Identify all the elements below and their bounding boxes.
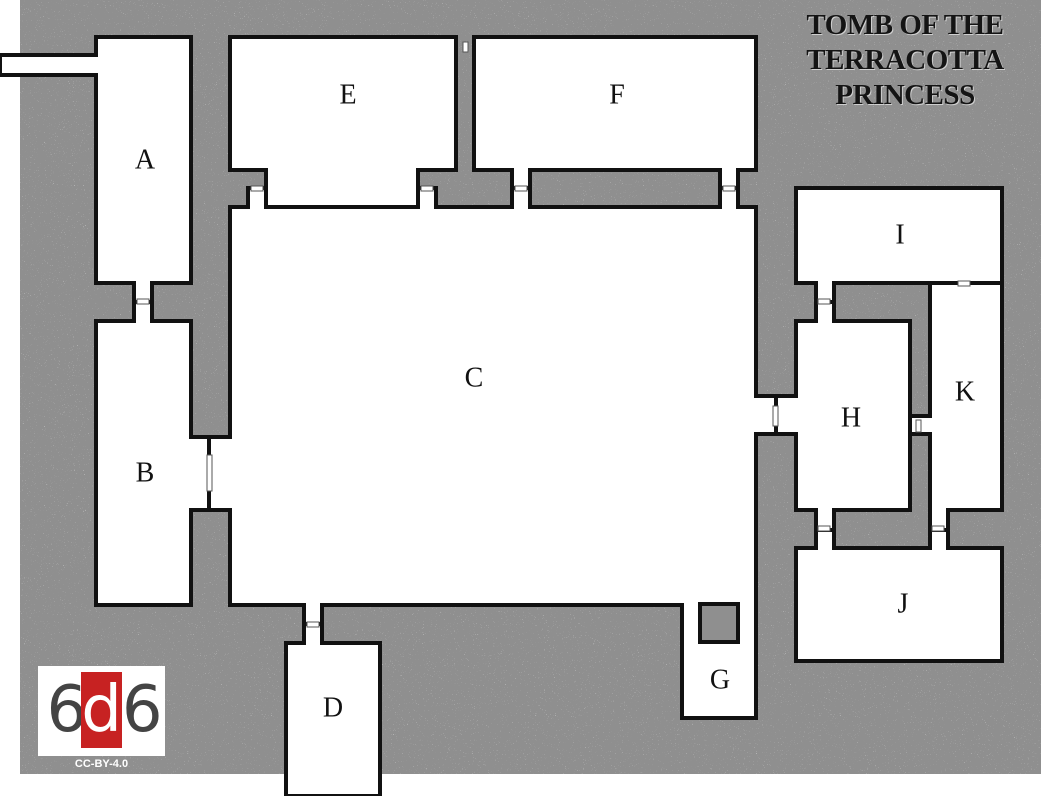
door-e-f	[462, 41, 469, 53]
room-label-k: K	[955, 376, 975, 407]
door-c-h	[772, 405, 779, 427]
room-d	[284, 622, 382, 796]
room-c	[207, 186, 778, 720]
logo-left-digit: 6	[46, 673, 87, 747]
door-h-i	[817, 298, 831, 305]
room-label-f: F	[609, 79, 625, 110]
room-label-e: E	[339, 79, 356, 110]
door-i-k	[957, 280, 971, 287]
publisher-logo: 6d6	[38, 666, 165, 756]
room-label-c: C	[465, 362, 484, 393]
room-label-a: A	[135, 144, 156, 175]
logo-text: 6d6	[38, 672, 165, 748]
room-label-d: D	[323, 692, 343, 723]
license-label: CC-BY-4.0	[74, 758, 129, 770]
room-j	[794, 528, 1004, 663]
room-label-g: G	[710, 664, 730, 695]
room-g-pillar	[698, 602, 740, 644]
room-label-j: J	[898, 588, 909, 619]
door-h-j	[817, 525, 831, 532]
room-b	[94, 300, 232, 607]
room-label-h: H	[841, 402, 861, 433]
room-label-b: B	[136, 457, 155, 488]
logo-right-digit: 6	[121, 673, 163, 747]
room-i	[794, 186, 1004, 304]
door-k-j	[931, 525, 945, 532]
map-title-line-3: PRINCESS	[835, 79, 975, 111]
door-b-c	[206, 454, 213, 492]
map-title-line-2: TERRACOTTA	[806, 44, 1004, 76]
logo-middle-letter: d	[81, 672, 122, 748]
door-c-f-1	[514, 185, 528, 192]
door-c-f-2	[722, 185, 736, 192]
room-f	[472, 35, 758, 209]
door-c-e-2	[420, 185, 434, 192]
map-title: TOMB OF THE TERRACOTTA PRINCESS	[785, 8, 1025, 113]
doors	[136, 41, 971, 628]
door-c-e-1	[250, 185, 264, 192]
door-h-k	[915, 419, 922, 433]
room-label-i: I	[895, 219, 904, 250]
map-title-line-1: TOMB OF THE	[806, 9, 1004, 41]
door-a-b	[136, 298, 150, 305]
door-c-d	[306, 621, 320, 628]
